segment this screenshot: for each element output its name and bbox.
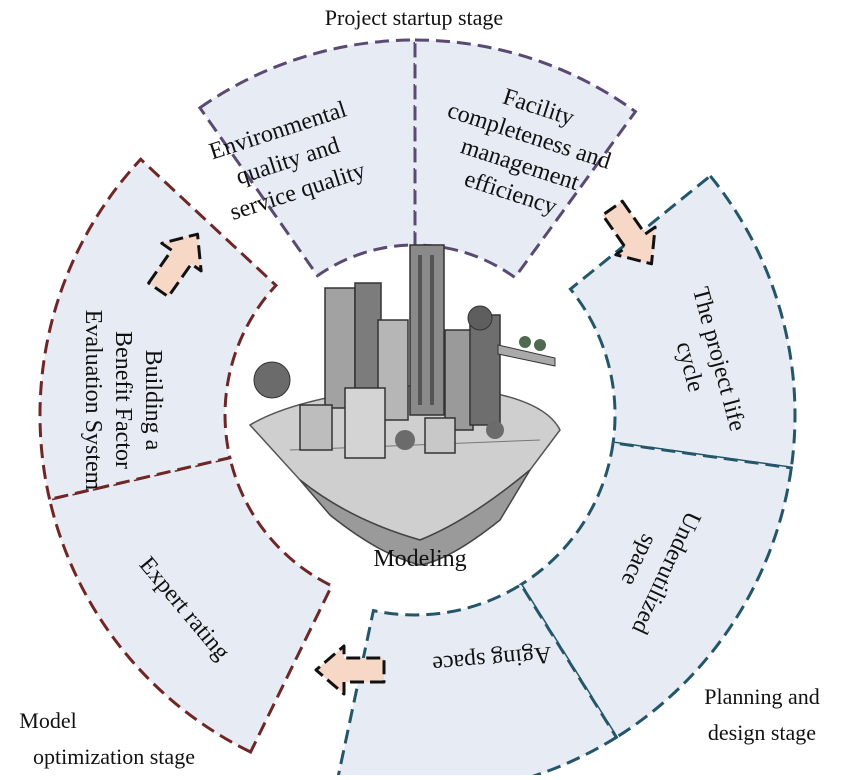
stage-label-optimization-line-1: Model <box>19 708 76 733</box>
arrow-planning-to-optimization <box>314 644 386 696</box>
segment-facility-completeness <box>413 38 638 280</box>
stage-label-planning-line-2: design stage <box>708 720 816 745</box>
arrow-optimization-to-startup <box>147 232 203 299</box>
label-building-line-3: Evaluation System <box>80 310 106 491</box>
segment-building-benefit-system <box>38 157 279 502</box>
segment-underutilized-space <box>518 441 793 740</box>
stage-label-optimization-line-2: optimization stage <box>33 744 195 769</box>
city-island-illustration-icon <box>248 244 561 566</box>
center-label-modeling: Modeling <box>373 546 466 572</box>
stage-label-planning-line-1: Planning and <box>704 684 820 709</box>
arrow-startup-to-planning <box>601 199 657 266</box>
label-building-benefit-system: Building a Benefit Factor Evaluation Sys… <box>80 310 166 491</box>
label-building-line-1: Building a <box>140 350 166 451</box>
segment-expert-rating <box>47 455 334 755</box>
label-building-line-2: Benefit Factor <box>110 331 136 469</box>
stage-label-startup: Project startup stage <box>325 5 503 30</box>
segment-project-life-cycle <box>568 173 797 470</box>
segment-environmental-quality <box>197 38 417 278</box>
segment-aging-space <box>335 582 619 780</box>
